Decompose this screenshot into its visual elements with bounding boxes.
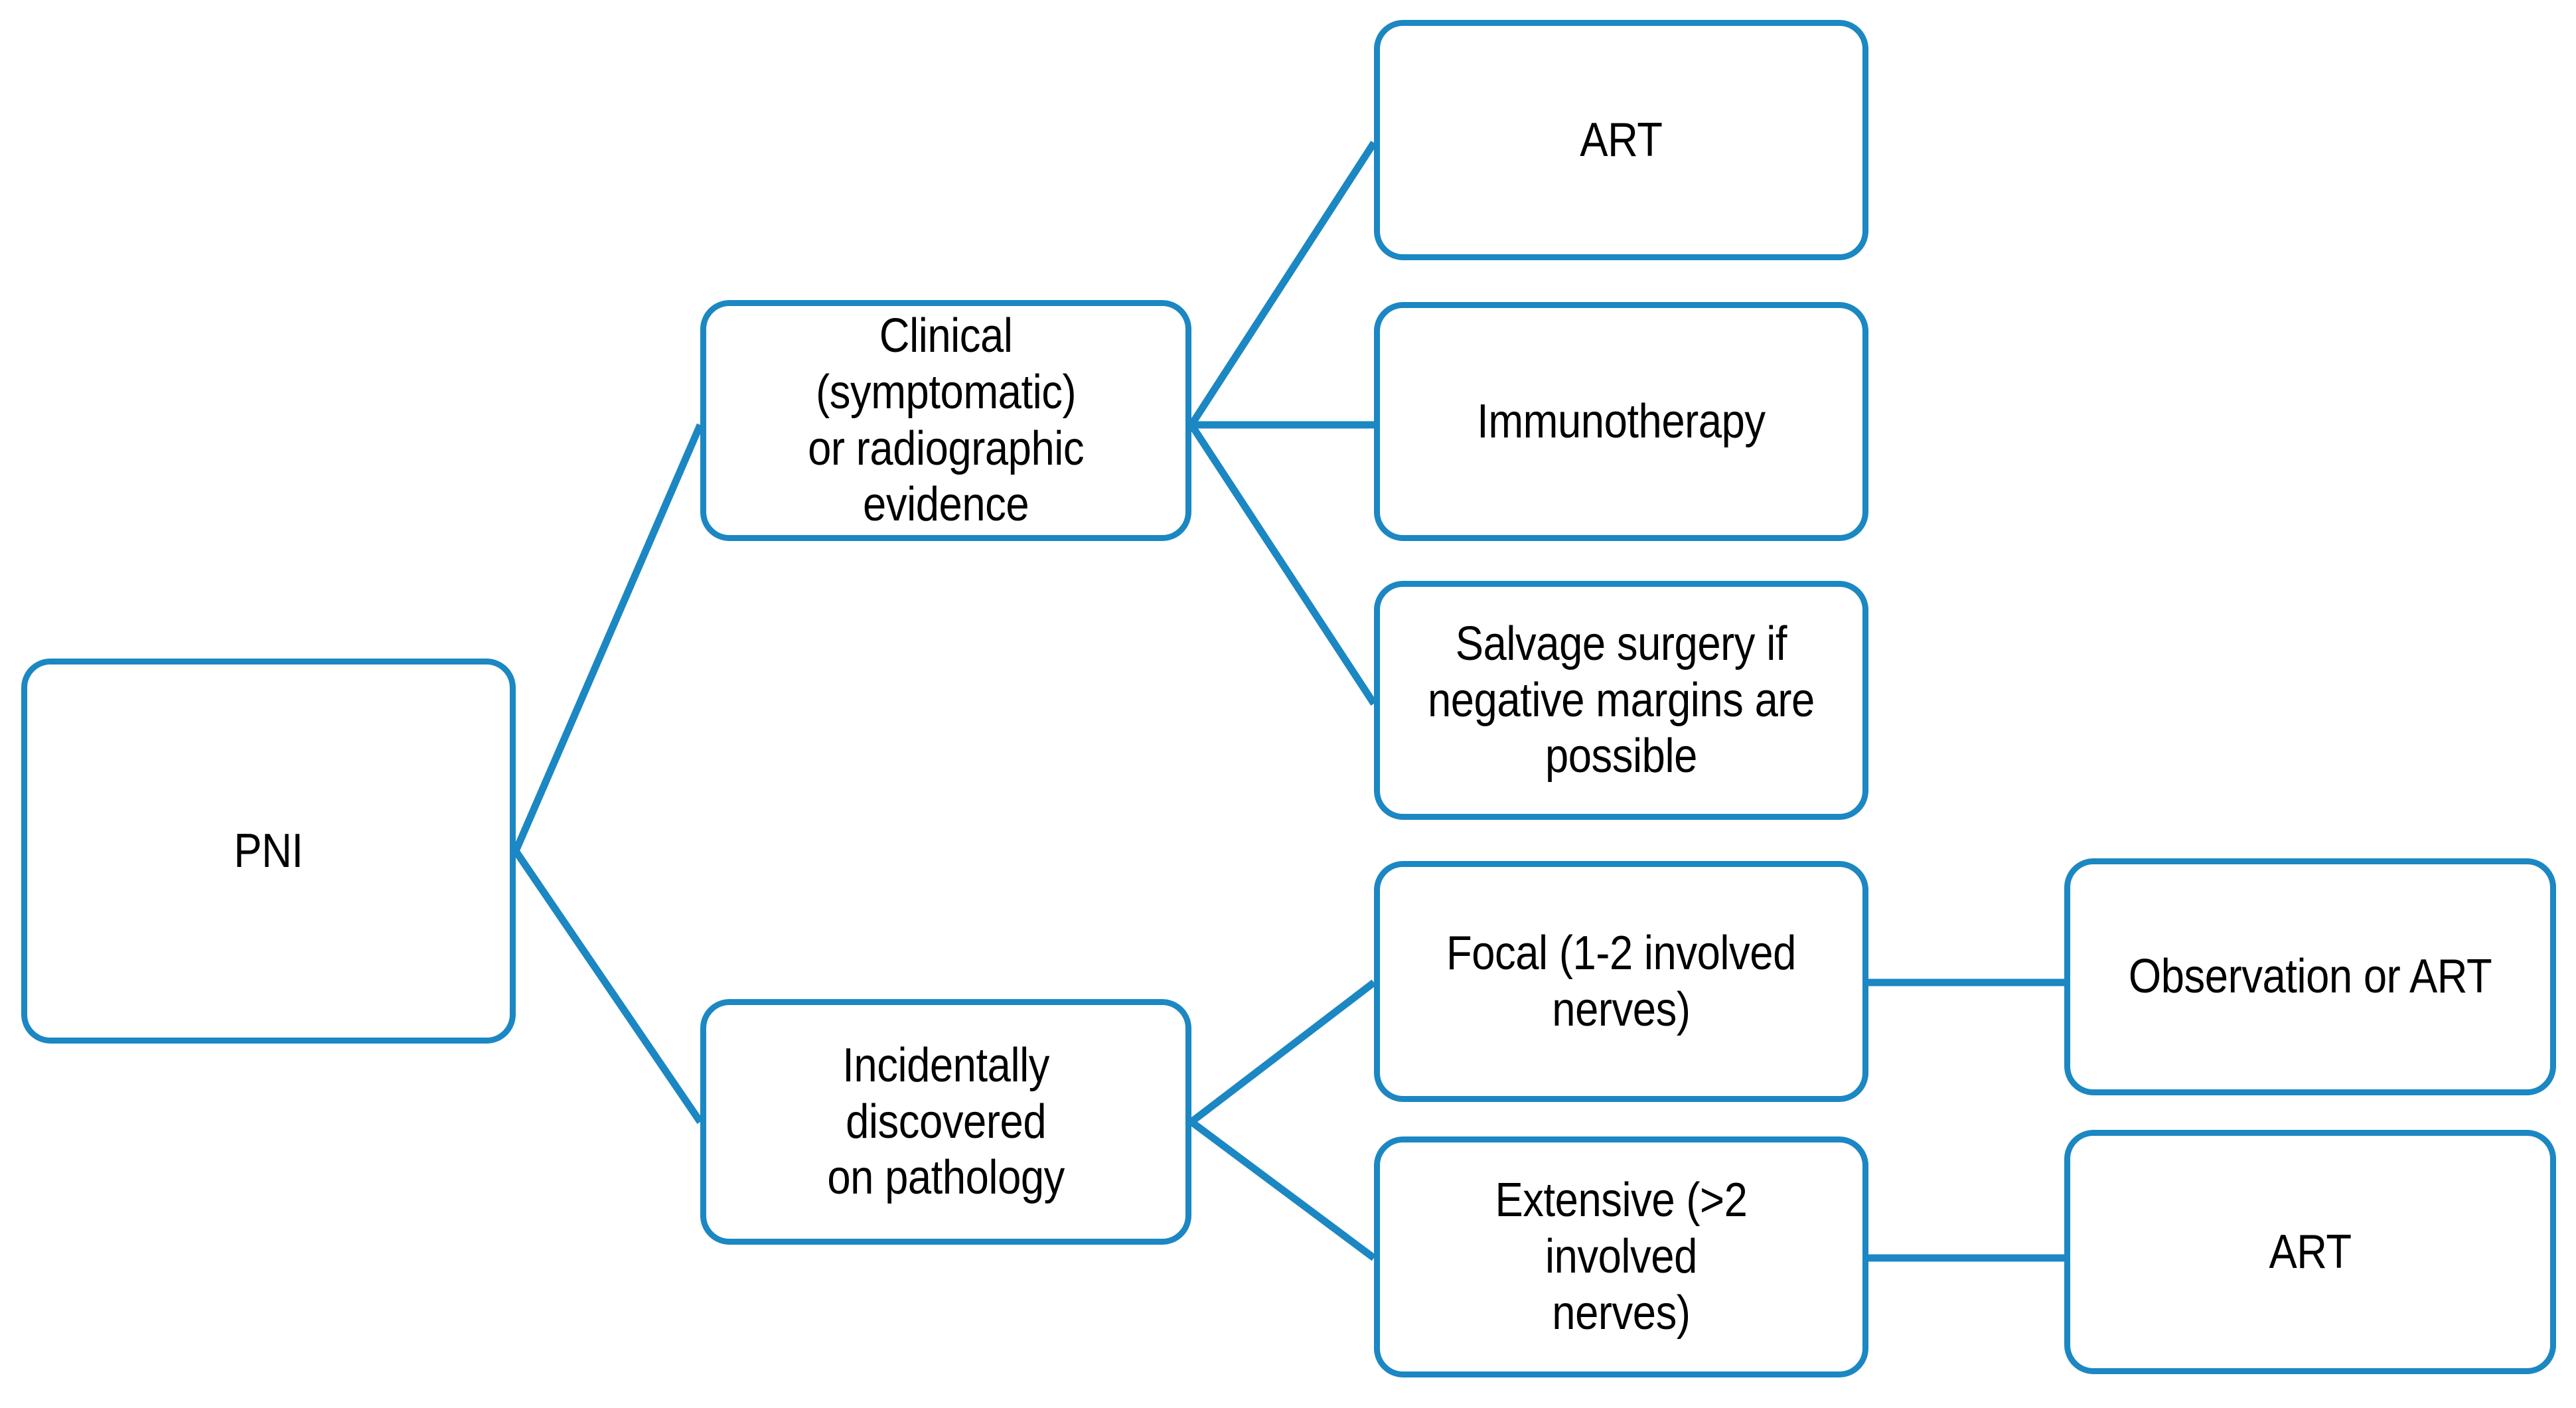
node-observation-or-art[interactable]: Observation or ART bbox=[2064, 858, 2556, 1095]
node-incidentally-discovered[interactable]: Incidentally discovered on pathology bbox=[700, 999, 1191, 1245]
node-observation-or-art-label: Observation or ART bbox=[2128, 950, 2492, 1004]
node-clinical-evidence-label: Clinical (symptomatic) or radiographic e… bbox=[807, 309, 1085, 532]
node-extensive-involvement-label: Extensive (>2 involved nerves) bbox=[1495, 1174, 1748, 1340]
node-salvage-surgery[interactable]: Salvage surgery if negative margins are … bbox=[1374, 581, 1868, 820]
node-immunotherapy-label: Immunotherapy bbox=[1477, 394, 1766, 448]
node-art-extensive-branch-label: ART bbox=[2269, 1225, 2352, 1279]
node-focal-involvement-label: Focal (1-2 involved nerves) bbox=[1446, 926, 1796, 1036]
node-extensive-involvement[interactable]: Extensive (>2 involved nerves) bbox=[1374, 1136, 1868, 1377]
node-immunotherapy[interactable]: Immunotherapy bbox=[1374, 302, 1868, 541]
node-pni[interactable]: PNI bbox=[21, 659, 516, 1044]
edge-clinical-to-art-top bbox=[1188, 141, 1377, 427]
edge-pni-to-clinical bbox=[512, 423, 704, 853]
node-incidentally-discovered-label: Incidentally discovered on pathology bbox=[827, 1038, 1065, 1205]
node-pni-label: PNI bbox=[234, 824, 303, 878]
node-salvage-surgery-label: Salvage surgery if negative margins are … bbox=[1428, 617, 1815, 783]
edge-clinical-to-salvage bbox=[1188, 422, 1377, 706]
node-art-clinical-branch[interactable]: ART bbox=[1374, 20, 1868, 260]
node-art-clinical-branch-label: ART bbox=[1580, 113, 1663, 167]
edge-incidental-to-extensive bbox=[1189, 1119, 1377, 1261]
node-art-extensive-branch[interactable]: ART bbox=[2064, 1130, 2556, 1374]
edge-pni-to-incidental bbox=[512, 848, 704, 1125]
node-focal-involvement[interactable]: Focal (1-2 involved nerves) bbox=[1374, 861, 1868, 1102]
edge-incidental-to-focal bbox=[1189, 979, 1377, 1125]
node-clinical-evidence[interactable]: Clinical (symptomatic) or radiographic e… bbox=[700, 300, 1191, 541]
